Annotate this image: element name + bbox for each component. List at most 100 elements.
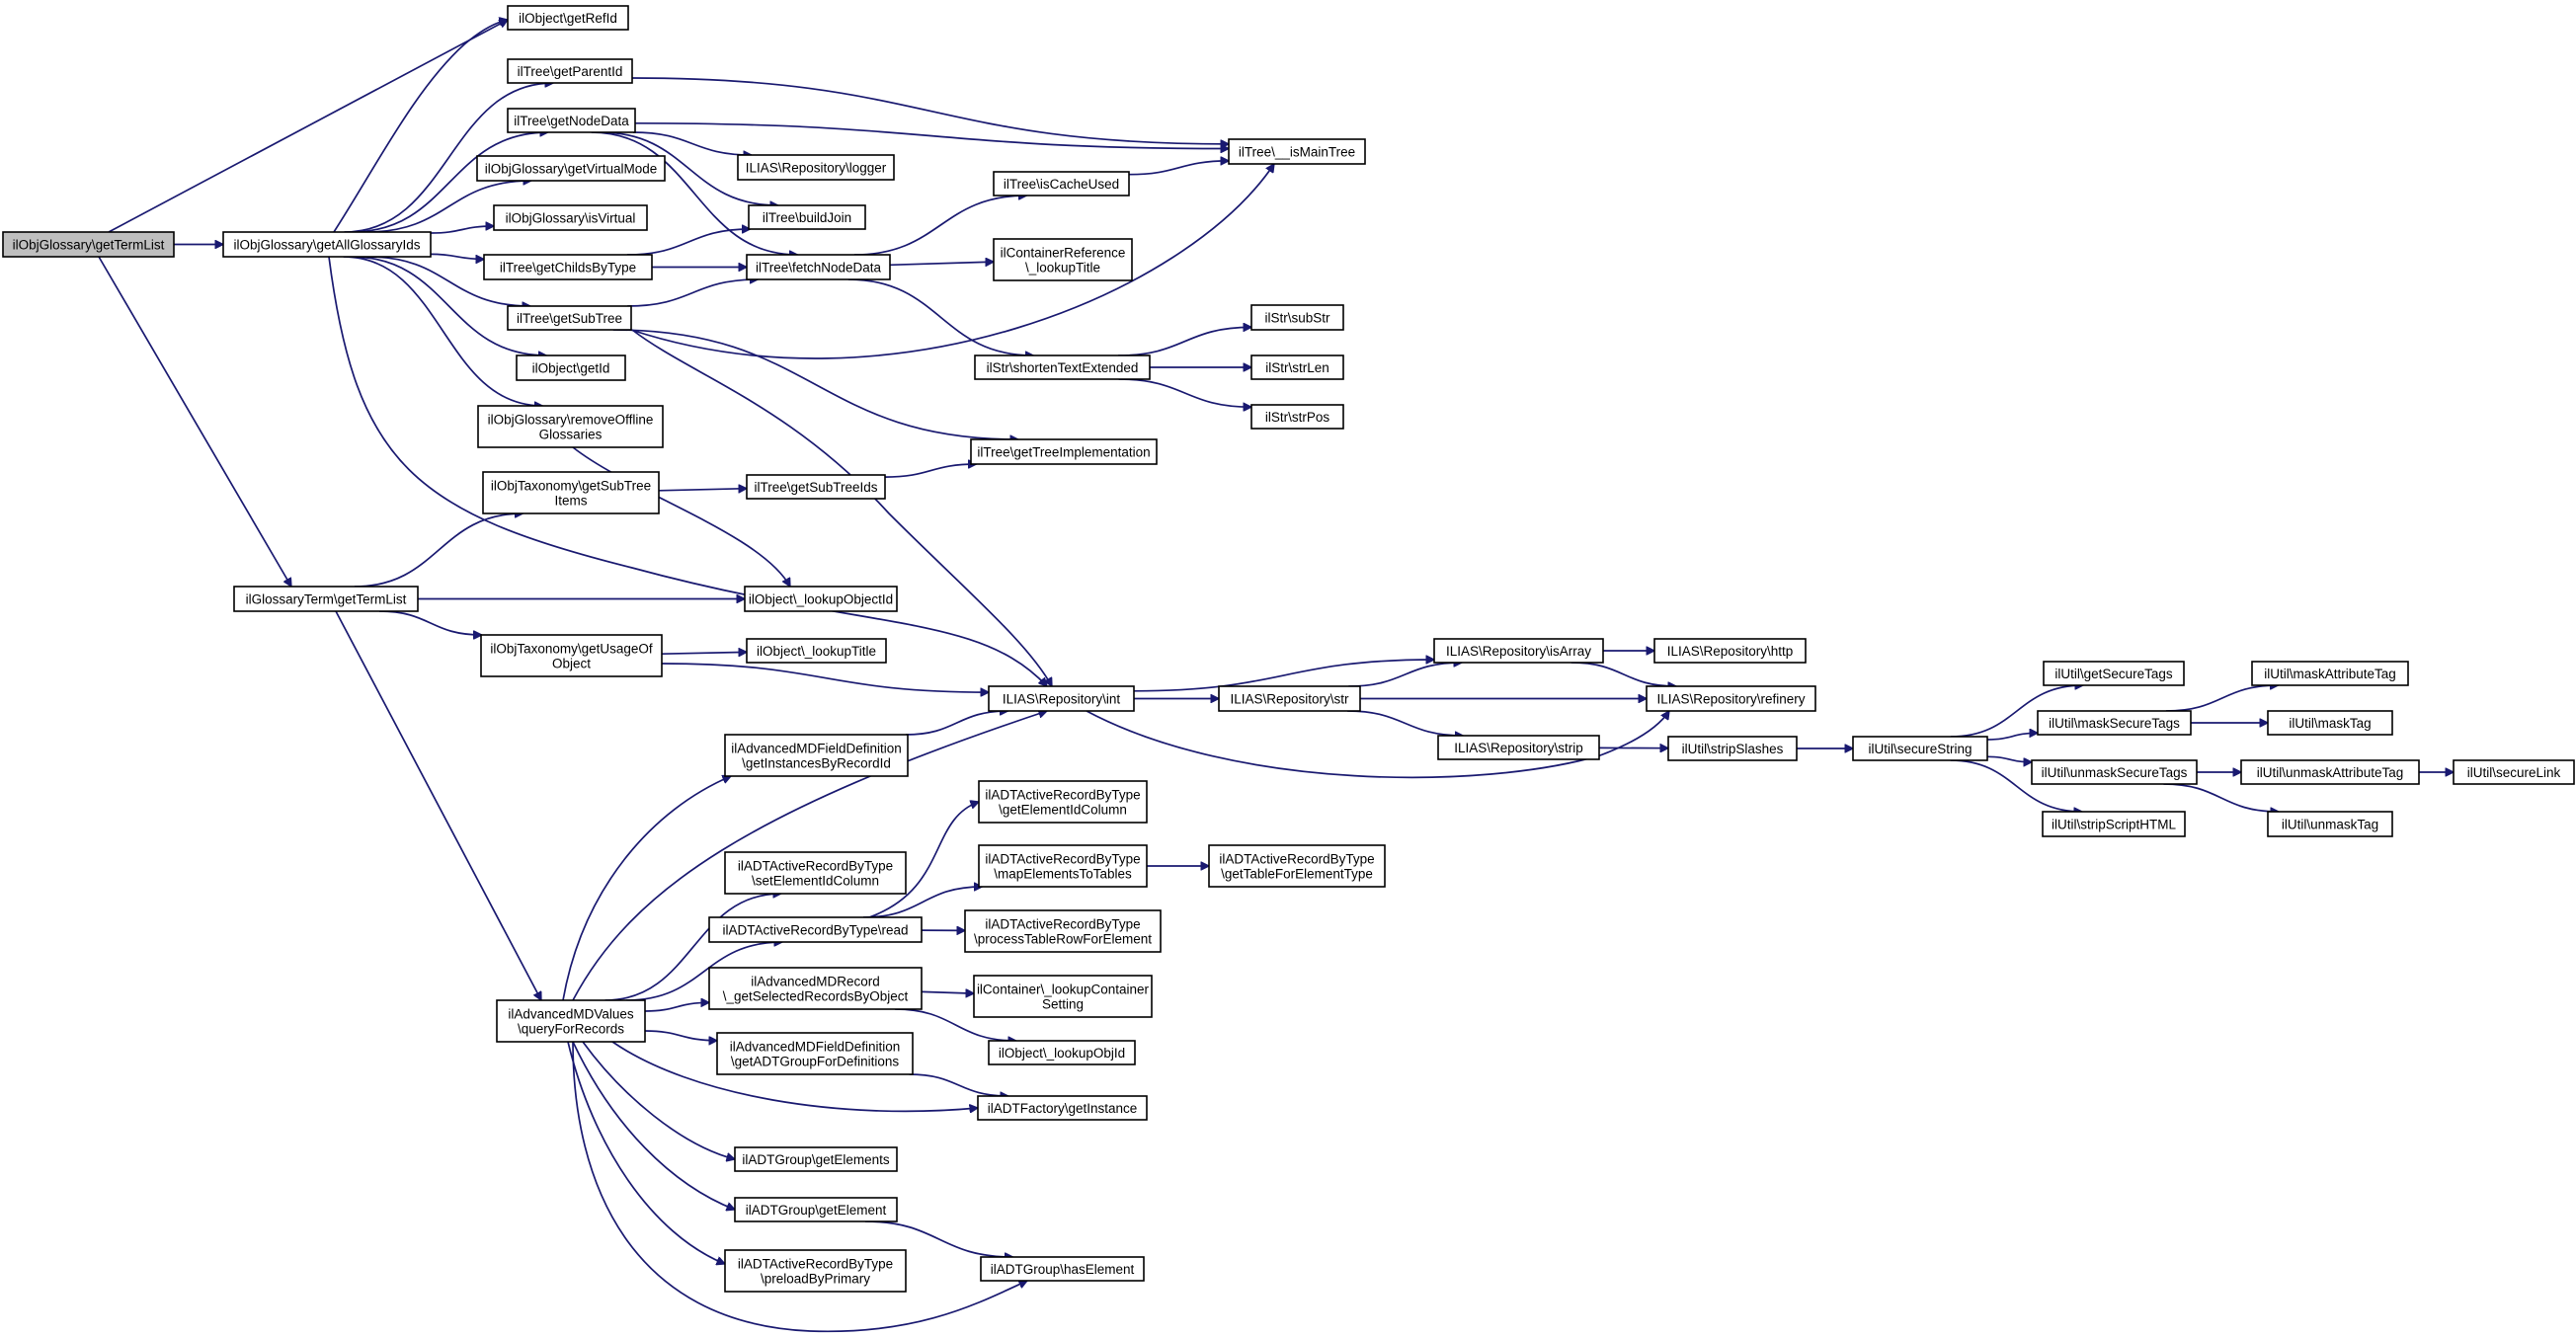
- node-box[interactable]: [746, 474, 886, 500]
- node-box[interactable]: [734, 1197, 898, 1222]
- node-box[interactable]: [1218, 685, 1361, 712]
- node-box[interactable]: [2240, 759, 2420, 785]
- node-box[interactable]: [222, 231, 432, 258]
- node-shortenText[interactable]: ilStr\shortenTextExtended: [974, 354, 1151, 380]
- node-repoIsArray[interactable]: ILIAS\Repository\isArray: [1433, 638, 1604, 664]
- node-box[interactable]: [978, 844, 1148, 888]
- node-getVirtualMode[interactable]: ilObjGlossary\getVirtualMode: [476, 155, 666, 182]
- node-box[interactable]: [734, 1146, 898, 1172]
- node-glossTermList[interactable]: ilGlossaryTerm\getTermList: [233, 586, 419, 612]
- node-getRefId[interactable]: ilObject\getRefId: [507, 5, 629, 31]
- node-strPos[interactable]: ilStr\strPos: [1250, 404, 1344, 430]
- node-getADTGroupForDefs[interactable]: ilAdvancedMDFieldDefinition\getADTGroupF…: [716, 1032, 914, 1075]
- node-lookupObjId[interactable]: ilObject\_lookupObjId: [988, 1040, 1136, 1065]
- node-box[interactable]: [477, 405, 664, 448]
- node-box[interactable]: [2267, 811, 2393, 837]
- node-unmaskSecureTags[interactable]: ilUtil\unmaskSecureTags: [2031, 759, 2198, 785]
- node-box[interactable]: [973, 975, 1153, 1018]
- node-getElementIdColumn[interactable]: ilADTActiveRecordByType\getElementIdColu…: [978, 780, 1148, 824]
- node-box[interactable]: [977, 1095, 1148, 1121]
- node-getId[interactable]: ilObject\getId: [516, 354, 626, 381]
- node-read[interactable]: ilADTActiveRecordByType\read: [708, 916, 923, 943]
- node-stripSlashes[interactable]: ilUtil\stripSlashes: [1667, 736, 1798, 761]
- node-box[interactable]: [516, 354, 626, 381]
- node-box[interactable]: [970, 438, 1158, 465]
- node-box[interactable]: [2, 231, 175, 258]
- node-box[interactable]: [993, 238, 1133, 281]
- node-box[interactable]: [1250, 354, 1344, 380]
- node-setElementIdColumn[interactable]: ilADTActiveRecordByType\setElementIdColu…: [724, 851, 907, 895]
- node-fetchNodeData[interactable]: ilTree\fetchNodeData: [746, 254, 891, 280]
- node-lookupObjectId[interactable]: ilObject\_lookupObjectId: [744, 586, 898, 612]
- node-getTreeImpl[interactable]: ilTree\getTreeImplementation: [970, 438, 1158, 465]
- node-maskTag[interactable]: ilUtil\maskTag: [2267, 710, 2393, 736]
- node-box[interactable]: [2453, 759, 2575, 785]
- node-queryForRecords[interactable]: ilAdvancedMDValues\queryForRecords: [496, 999, 646, 1043]
- node-getSubTreeIds[interactable]: ilTree\getSubTreeIds: [746, 474, 886, 500]
- node-box[interactable]: [1208, 844, 1386, 888]
- node-getTermList_obj[interactable]: ilObjGlossary\getTermList: [2, 231, 175, 258]
- node-repoInt[interactable]: ILIAS\Repository\int: [988, 685, 1135, 712]
- node-box[interactable]: [737, 154, 895, 181]
- node-getChildsByType[interactable]: ilTree\getChildsByType: [483, 254, 653, 280]
- node-isVirtual[interactable]: ilObjGlossary\isVirtual: [493, 204, 648, 231]
- node-box[interactable]: [974, 354, 1151, 380]
- node-isCacheUsed[interactable]: ilTree\isCacheUsed: [993, 171, 1130, 197]
- node-unmaskAttributeTag[interactable]: ilUtil\unmaskAttributeTag: [2240, 759, 2420, 785]
- node-box[interactable]: [1250, 404, 1344, 430]
- node-isMainTree[interactable]: ilTree\__isMainTree: [1228, 138, 1366, 165]
- node-box[interactable]: [233, 586, 419, 612]
- node-box[interactable]: [724, 734, 909, 777]
- node-box[interactable]: [993, 171, 1130, 197]
- node-repoHttp[interactable]: ILIAS\Repository\http: [1653, 638, 1807, 664]
- node-box[interactable]: [978, 780, 1148, 824]
- node-preloadByPrimary[interactable]: ilADTActiveRecordByType\preloadByPrimary: [724, 1249, 907, 1293]
- node-box[interactable]: [708, 967, 923, 1010]
- node-box[interactable]: [1653, 638, 1807, 664]
- node-box[interactable]: [507, 305, 632, 331]
- node-getSecureTags[interactable]: ilUtil\getSecureTags: [2043, 661, 2185, 686]
- node-box[interactable]: [980, 1256, 1145, 1282]
- node-getInstance[interactable]: ilADTFactory\getInstance: [977, 1095, 1148, 1121]
- node-box[interactable]: [744, 586, 898, 612]
- node-unmaskTag[interactable]: ilUtil\unmaskTag: [2267, 811, 2393, 837]
- node-logger[interactable]: ILIAS\Repository\logger: [737, 154, 895, 181]
- node-box[interactable]: [1250, 304, 1344, 331]
- node-maskSecureTags[interactable]: ilUtil\maskSecureTags: [2037, 710, 2192, 736]
- node-box[interactable]: [1852, 736, 1988, 761]
- node-processTableRow[interactable]: ilADTActiveRecordByType\processTableRowF…: [964, 909, 1162, 953]
- node-box[interactable]: [507, 58, 633, 84]
- node-mapElementsToTables[interactable]: ilADTActiveRecordByType\mapElementsToTab…: [978, 844, 1148, 888]
- node-box[interactable]: [2031, 759, 2198, 785]
- node-getParentId[interactable]: ilTree\getParentId: [507, 58, 633, 84]
- node-box[interactable]: [964, 909, 1162, 953]
- node-box[interactable]: [724, 1249, 907, 1293]
- node-box[interactable]: [507, 5, 629, 31]
- node-repoStr[interactable]: ILIAS\Repository\str: [1218, 685, 1361, 712]
- node-getAllGlossaryIds[interactable]: ilObjGlossary\getAllGlossaryIds: [222, 231, 432, 258]
- node-box[interactable]: [482, 471, 660, 514]
- node-box[interactable]: [746, 638, 887, 664]
- node-box[interactable]: [2042, 811, 2186, 837]
- node-box[interactable]: [1646, 685, 1816, 712]
- node-getInstancesByRecordId[interactable]: ilAdvancedMDFieldDefinition\getInstances…: [724, 734, 909, 777]
- node-box[interactable]: [2037, 710, 2192, 736]
- node-box[interactable]: [483, 254, 653, 280]
- node-box[interactable]: [2267, 710, 2393, 736]
- node-box[interactable]: [2043, 661, 2185, 686]
- node-box[interactable]: [2251, 661, 2409, 686]
- node-box[interactable]: [1667, 736, 1798, 761]
- node-box[interactable]: [748, 204, 866, 230]
- node-box[interactable]: [716, 1032, 914, 1075]
- node-getElement[interactable]: ilADTGroup\getElement: [734, 1197, 898, 1222]
- node-lookupTitleCont[interactable]: ilContainerReference\_lookupTitle: [993, 238, 1133, 281]
- node-box[interactable]: [724, 851, 907, 895]
- node-hasElement[interactable]: ilADTGroup\hasElement: [980, 1256, 1145, 1282]
- node-box[interactable]: [988, 685, 1135, 712]
- node-getSubTree[interactable]: ilTree\getSubTree: [507, 305, 632, 331]
- node-subStr[interactable]: ilStr\subStr: [1250, 304, 1344, 331]
